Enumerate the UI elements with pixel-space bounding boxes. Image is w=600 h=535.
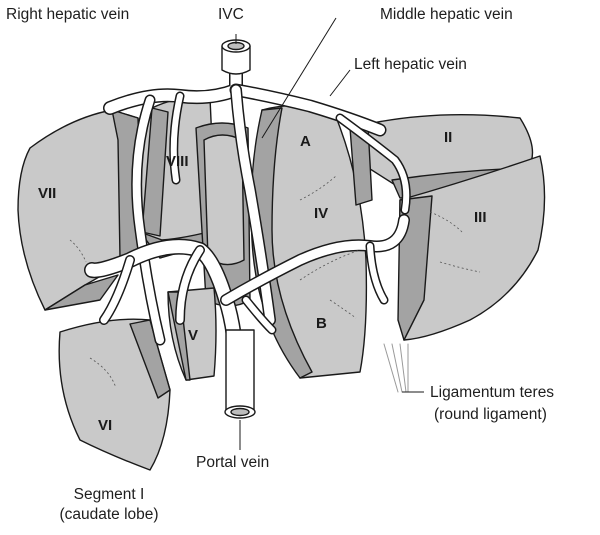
label-left-hepatic-vein: Left hepatic vein (354, 56, 467, 74)
label-ligamentum-teres: Ligamentum teres (430, 384, 554, 402)
segment-label-iv-a: A (300, 134, 311, 150)
ivc-opening (222, 40, 250, 74)
segment-label-ii: II (444, 130, 452, 146)
segment-label-iv: IV (314, 206, 328, 222)
segment-label-vii: VII (38, 186, 56, 202)
segment-label-iii: III (474, 210, 487, 226)
label-caudate-lobe: (caudate lobe) (34, 506, 184, 524)
label-portal-vein: Portal vein (196, 454, 269, 472)
segment-label-v: V (188, 328, 198, 344)
segment-vi-shape (59, 319, 170, 470)
label-ivc: IVC (218, 6, 244, 24)
portal-vein-trunk (225, 330, 255, 418)
segment-label-iv-b: B (316, 316, 327, 332)
label-segment-i: Segment I (34, 486, 184, 504)
label-round-ligament: (round ligament) (434, 406, 547, 424)
segment-label-viii: VIII (166, 154, 189, 170)
label-right-hepatic-vein: Right hepatic vein (6, 6, 129, 24)
ligamentum-teres-strands (384, 344, 408, 392)
segment-label-vi: VI (98, 418, 112, 434)
label-middle-hepatic-vein: Middle hepatic vein (380, 6, 513, 24)
